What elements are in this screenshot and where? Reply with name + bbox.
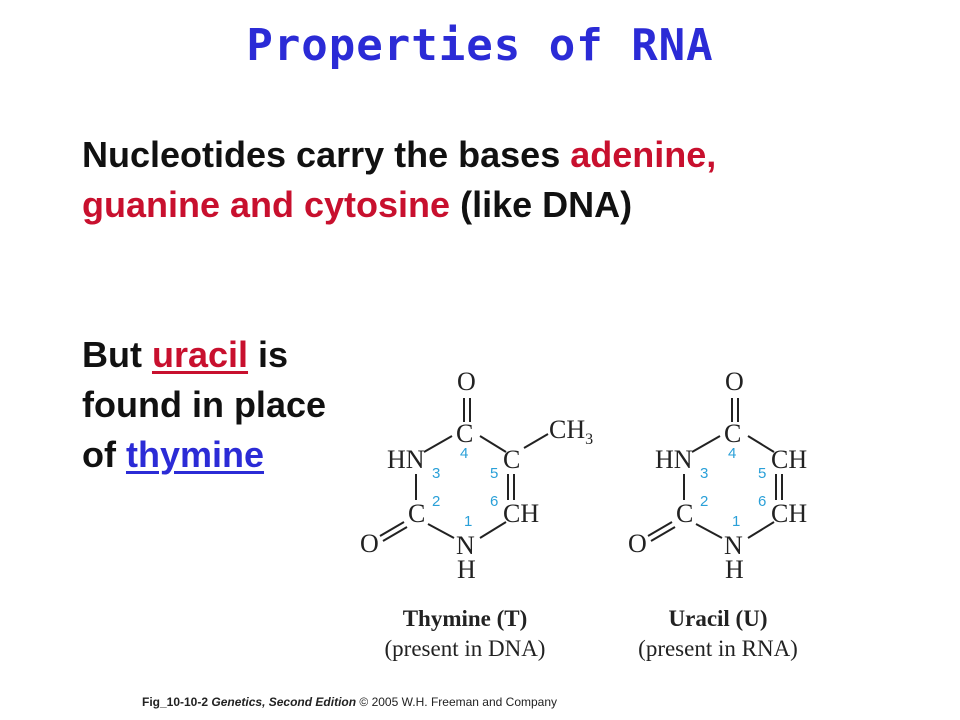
uracil-paragraph: But uracil is found in place of thymine <box>82 330 382 480</box>
uracil-atom-o-left: O <box>628 529 647 558</box>
uracil-ring-numbers: 3 4 5 2 6 1 <box>700 445 766 530</box>
thymine-atom-ch: CH <box>503 499 539 528</box>
slide-title: Properties of RNA <box>246 20 714 71</box>
adenine-term: adenine, <box>570 134 717 175</box>
uracil-text-4: of <box>82 434 126 475</box>
bases-paragraph: Nucleotides carry the bases adenine, gua… <box>82 130 922 230</box>
uracil-num-4: 4 <box>728 445 736 462</box>
thymine-ring-numbers: 3 4 5 2 6 1 <box>432 445 498 530</box>
uracil-atom-o-top: O <box>725 367 744 396</box>
uracil-name: Uracil (U) <box>669 606 768 631</box>
thymine-num-5: 5 <box>490 465 498 482</box>
thymine-num-1: 1 <box>464 513 472 530</box>
thymine-link[interactable]: thymine <box>125 434 265 475</box>
uracil-num-6: 6 <box>758 493 766 510</box>
uracil-num-2: 2 <box>700 493 708 510</box>
thymine-num-6: 6 <box>490 493 498 510</box>
thymine-atom-c-right: C <box>503 445 520 474</box>
thymine-name: Thymine (T) <box>403 606 528 631</box>
uracil-atom-ch: CH <box>771 499 807 528</box>
thymine-atom-hn: HN <box>387 445 425 474</box>
uracil-text-1: But <box>82 334 152 375</box>
thymine-structure <box>379 398 549 542</box>
thymine-atom-o-left: O <box>360 529 379 558</box>
copyright-text: © 2005 W.H. Freeman and Company <box>356 695 558 709</box>
uracil-link[interactable]: uracil <box>151 334 249 375</box>
uracil-num-1: 1 <box>732 513 740 530</box>
thymine-atom-ch3: CH3 <box>549 415 593 448</box>
uracil-atom-hn: HN <box>655 445 693 474</box>
bases-text-2: (like DNA) <box>450 184 633 225</box>
uracil-atom-c-left: C <box>676 499 693 528</box>
bases-text-1: Nucleotides carry the bases <box>82 134 571 175</box>
uracil-atom-ch-top: CH <box>771 445 807 474</box>
uracil-text-2: is <box>248 334 289 375</box>
figure-id: Fig_10-10-2 <box>142 695 209 709</box>
thymine-atom-n: N <box>456 531 475 560</box>
thymine-num-2: 2 <box>432 493 440 510</box>
uracil-num-3: 3 <box>700 465 708 482</box>
base-structures-figure: O HN C C CH3 CH C O N H 3 4 5 2 6 1 Thym… <box>360 367 807 661</box>
thymine-num-4: 4 <box>460 445 468 462</box>
guanine-cytosine-term: guanine and cytosine <box>82 184 451 225</box>
uracil-note: (present in RNA) <box>638 636 798 661</box>
thymine-atoms: O HN C C CH3 CH C O N H <box>360 367 593 584</box>
thymine-atom-o-top: O <box>457 367 476 396</box>
uracil-structure <box>647 398 783 542</box>
figure-credit: Fig_10-10-2 Genetics, Second Edition © 2… <box>142 695 557 709</box>
uracil-atom-n: N <box>724 531 743 560</box>
uracil-atom-h: H <box>725 555 744 584</box>
uracil-atom-c-top: C <box>724 419 741 448</box>
uracil-text-3: found in place <box>82 384 327 425</box>
thymine-num-3: 3 <box>432 465 440 482</box>
book-title: Genetics, Second Edition <box>211 695 357 709</box>
thymine-atom-c-left: C <box>408 499 425 528</box>
uracil-num-5: 5 <box>758 465 766 482</box>
thymine-atom-h: H <box>457 555 476 584</box>
uracil-atoms: O HN C CH CH C O N H <box>628 367 807 584</box>
thymine-atom-c-top: C <box>456 419 473 448</box>
thymine-note: (present in DNA) <box>385 636 546 661</box>
